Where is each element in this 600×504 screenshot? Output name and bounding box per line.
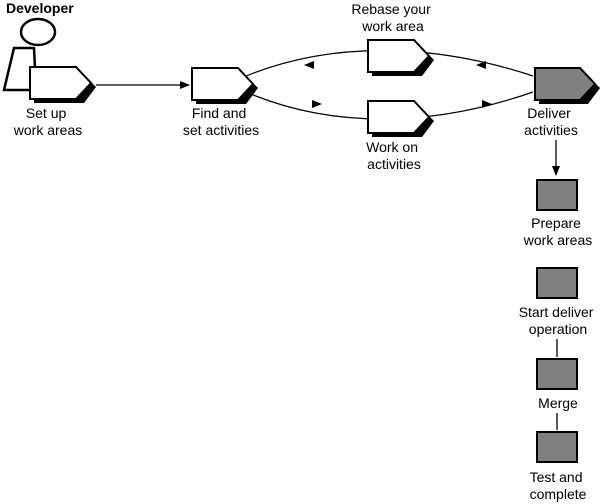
start-deliver-label-line-1: Start deliver bbox=[519, 304, 594, 320]
start-deliver-label-line-2: operation bbox=[529, 321, 587, 337]
loop-bottom-arrowhead-right bbox=[482, 100, 492, 108]
substep-test-label: Test and complete bbox=[530, 469, 587, 502]
test-label-line-1: Test and bbox=[530, 469, 583, 485]
setup-label-line-2: work areas bbox=[13, 122, 82, 138]
substep-start-deliver-box bbox=[536, 267, 578, 299]
substep-merge-label: Merge bbox=[538, 395, 578, 411]
substep-prepare-box bbox=[536, 179, 578, 211]
prepare-label-line-1: Prepare bbox=[531, 215, 581, 231]
work-label-line-1: Work on bbox=[366, 139, 418, 155]
setup-label-line-1: Set up bbox=[26, 105, 67, 121]
test-label-line-2: complete bbox=[530, 486, 587, 502]
work-on-activities-shape bbox=[367, 100, 434, 137]
merge-label-line-1: Merge bbox=[538, 395, 578, 411]
find-label-line-2: set activities bbox=[183, 122, 259, 138]
find-set-activities-label: Find and set activities bbox=[183, 105, 259, 138]
loop-top-arrowhead-left bbox=[304, 61, 314, 69]
deliver-label-line-2: activities bbox=[524, 122, 578, 138]
deliver-activities-label: Deliver activities bbox=[524, 105, 578, 138]
substep-start-deliver-label: Start deliver operation bbox=[519, 304, 598, 337]
deliver-activities-shape bbox=[534, 67, 600, 104]
rebase-work-area-shape bbox=[367, 39, 434, 76]
loop-bottom-arrowhead-left bbox=[312, 100, 322, 108]
setup-work-areas-label: Set up work areas bbox=[13, 105, 82, 138]
prepare-label-line-2: work areas bbox=[523, 232, 592, 248]
loop-top-arrowhead-right bbox=[476, 61, 486, 69]
rebase-label-line-2: work area bbox=[361, 18, 424, 34]
find-label-line-1: Find and bbox=[192, 105, 246, 121]
setup-work-areas-shape bbox=[29, 66, 96, 103]
rebase-label-line-1: Rebase your bbox=[351, 1, 431, 17]
substep-prepare-label: Prepare work areas bbox=[523, 215, 592, 248]
rebase-work-area-label: Rebase your work area bbox=[351, 1, 434, 34]
find-set-activities-shape bbox=[191, 67, 258, 104]
substep-test-box bbox=[536, 431, 578, 463]
substep-merge-box bbox=[536, 358, 578, 390]
work-label-line-2: activities bbox=[367, 156, 421, 172]
actor-label: Developer bbox=[6, 0, 74, 16]
work-on-activities-label: Work on activities bbox=[366, 139, 422, 172]
deliver-label-line-1: Deliver bbox=[527, 105, 571, 121]
